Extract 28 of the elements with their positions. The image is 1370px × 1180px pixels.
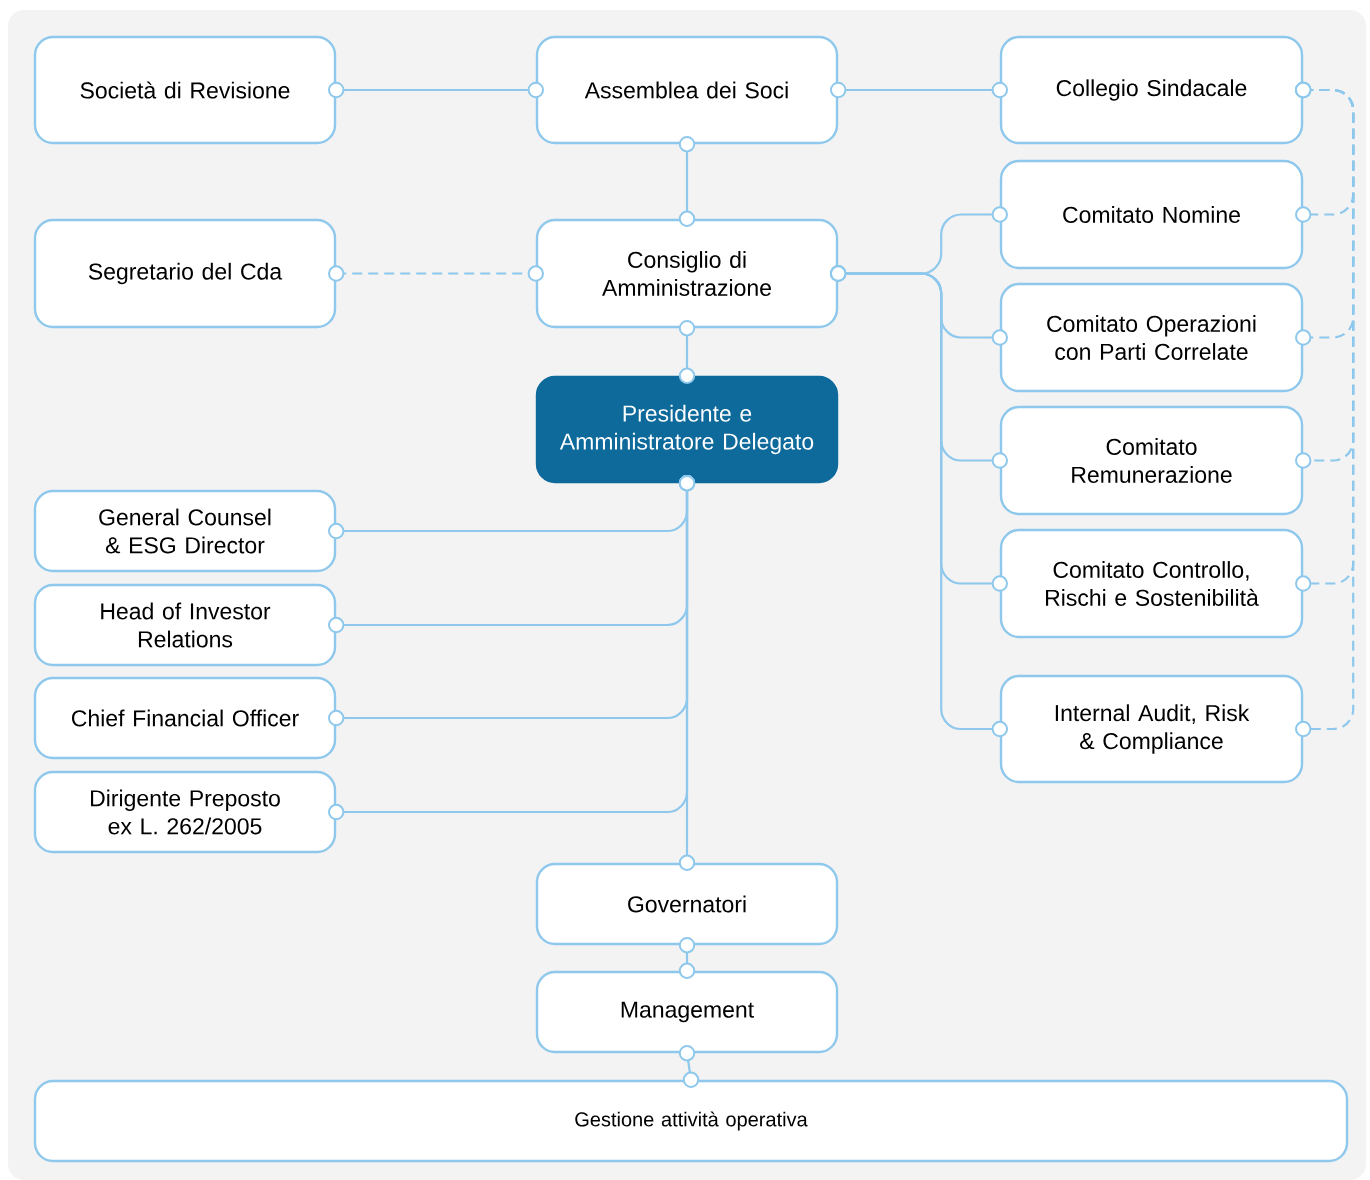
connector bbox=[1295, 81, 1355, 738]
connector bbox=[328, 81, 544, 99]
process-box: Comitato Operazioni con Parti Correlate bbox=[999, 282, 1304, 393]
process-box: Società di Revisione bbox=[33, 35, 337, 145]
connector bbox=[678, 1045, 700, 1088]
process-box: Head of Investor Relations bbox=[33, 583, 337, 667]
connector bbox=[328, 265, 544, 282]
process-box: Assemblea dei Soci bbox=[535, 35, 839, 145]
process-box: Governatori bbox=[535, 862, 839, 946]
process-box: Collegio Sindacale bbox=[999, 35, 1304, 145]
process-box: Comitato Controllo, Rischi e Sostenibilità bbox=[999, 528, 1304, 639]
process-box: General Counsel & ESG Director bbox=[33, 489, 337, 573]
connector bbox=[678, 475, 696, 871]
process-box: Chief Financial Officer bbox=[33, 676, 337, 760]
process-box: Comitato Remunerazione bbox=[999, 405, 1304, 516]
connector bbox=[830, 81, 1008, 99]
highlighted-box: Presidente e Amministratore Delegato bbox=[535, 375, 839, 484]
connector bbox=[830, 265, 1008, 738]
connector bbox=[678, 320, 696, 384]
process-box: Dirigente Preposto ex L. 262/2005 bbox=[33, 770, 337, 854]
process-bar: Gestione attività operativa bbox=[33, 1079, 1349, 1163]
process-box: Segretario del Cda bbox=[33, 218, 337, 329]
process-box: Consiglio di Amministrazione bbox=[535, 218, 839, 329]
connector bbox=[678, 136, 696, 227]
process-box: Internal Audit, Risk & Compliance bbox=[999, 674, 1304, 784]
process-box: Comitato Nomine bbox=[999, 159, 1304, 270]
process-box: Management bbox=[535, 970, 839, 1054]
connector bbox=[678, 937, 696, 979]
